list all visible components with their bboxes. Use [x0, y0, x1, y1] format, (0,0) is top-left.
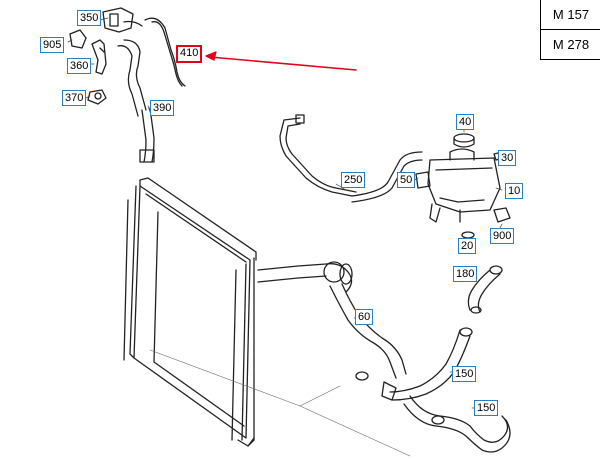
callout-900[interactable]: 900 — [490, 228, 515, 244]
callout-10[interactable]: 10 — [505, 183, 524, 199]
bleed-pipe — [279, 114, 357, 197]
model-cell-2: M 278 — [552, 37, 590, 52]
thermostat-housing — [102, 7, 143, 33]
nut-370 — [87, 89, 107, 105]
callout-150-upper[interactable]: 150 — [452, 366, 477, 382]
hose-150-lower — [403, 395, 511, 453]
callout-370[interactable]: 370 — [62, 90, 87, 106]
hose-180 — [467, 265, 503, 314]
callout-250[interactable]: 250 — [341, 172, 366, 188]
radiator — [123, 177, 257, 447]
expansion-tank — [427, 148, 501, 223]
gasket-905 — [69, 29, 87, 49]
callout-360[interactable]: 360 — [67, 58, 92, 74]
clip-360 — [91, 39, 107, 75]
callout-390[interactable]: 390 — [150, 100, 175, 116]
model-cell-1: M 157 — [541, 0, 600, 30]
callout-40[interactable]: 40 — [456, 114, 475, 130]
radiator-outlet-pipe — [257, 261, 353, 293]
pad-900 — [493, 207, 511, 223]
callout-180[interactable]: 180 — [453, 266, 478, 282]
hose-390 — [139, 107, 155, 163]
leader-lines — [67, 17, 503, 409]
callout-350[interactable]: 350 — [77, 10, 102, 26]
callout-30[interactable]: 30 — [498, 150, 517, 166]
callout-60[interactable]: 60 — [355, 309, 374, 325]
hose-60 — [329, 283, 407, 381]
callout-905[interactable]: 905 — [40, 37, 65, 53]
cap-40 — [453, 133, 475, 148]
model-table: M 157 M 278 — [540, 0, 600, 60]
hose-upper-left — [117, 17, 186, 117]
callout-410[interactable]: 410 — [176, 45, 203, 63]
callout-arrow-line — [209, 56, 357, 71]
hose-150-upper — [381, 327, 473, 401]
reference-lines — [149, 349, 411, 457]
callout-arrow-head — [205, 51, 217, 61]
callout-20[interactable]: 20 — [458, 238, 477, 254]
callout-50[interactable]: 50 — [397, 172, 416, 188]
sensor-50 — [415, 171, 431, 189]
callout-150-lower[interactable]: 150 — [474, 400, 499, 416]
